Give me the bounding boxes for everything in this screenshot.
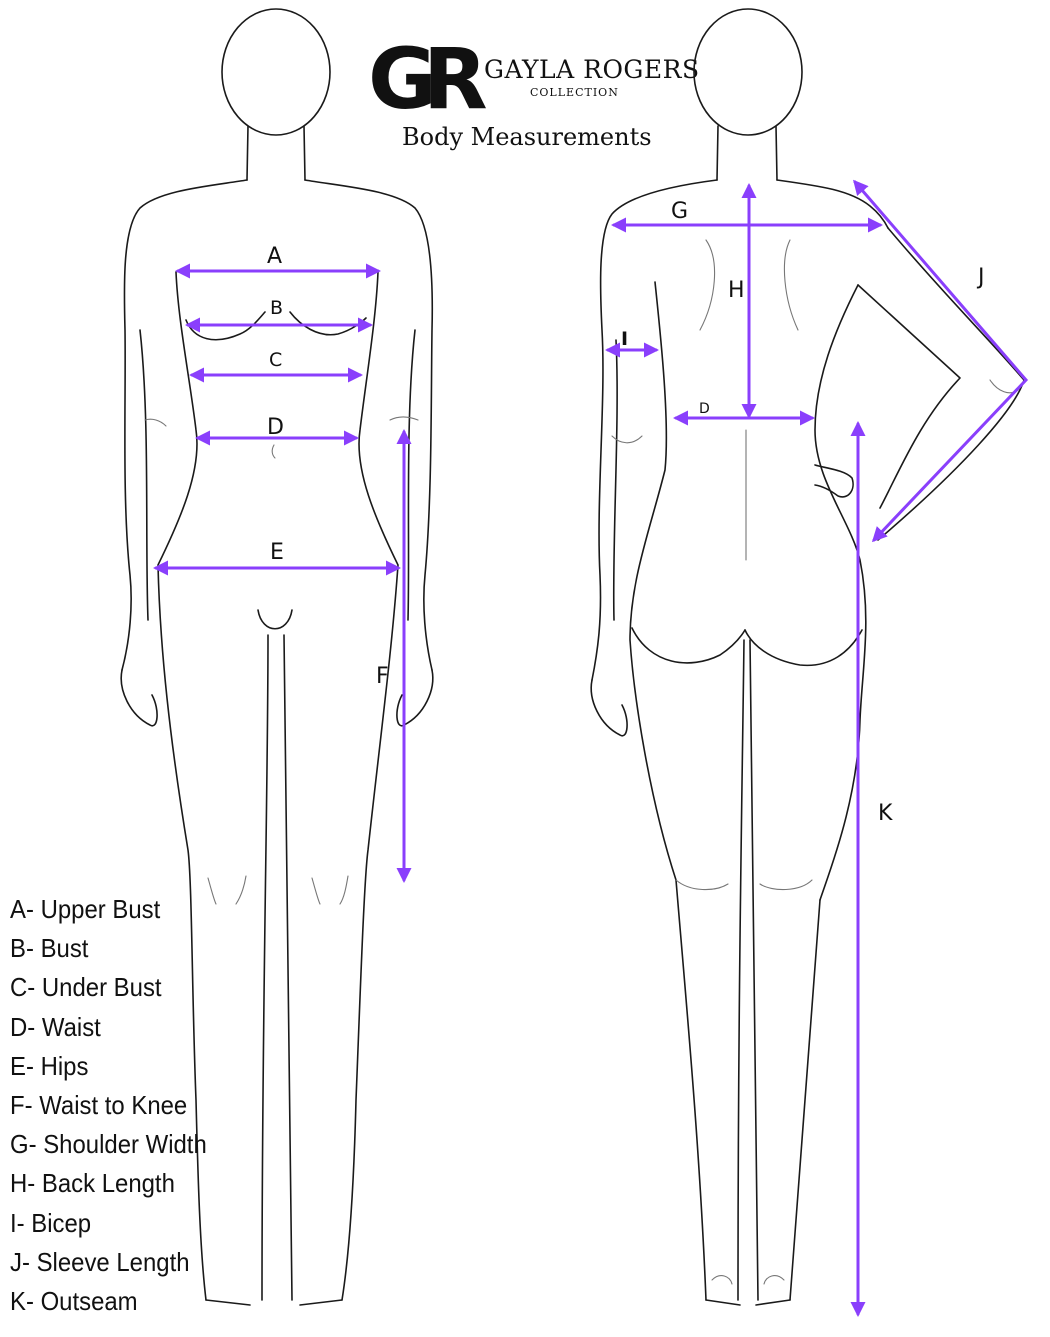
marker-j: J xyxy=(976,265,985,290)
measurement-legend: A- Upper Bust B- Bust C- Under Bust D- W… xyxy=(10,890,270,1321)
legend-item-bust: B- Bust xyxy=(10,933,89,964)
back-figure xyxy=(590,8,1025,1306)
brand-name: GAYLA ROGERS xyxy=(484,55,700,84)
front-head xyxy=(221,8,331,136)
measurement-markers: A B C D E F G H I D J K xyxy=(267,199,985,826)
legend-item-under-bust: C- Under Bust xyxy=(10,972,162,1003)
marker-g: G xyxy=(671,199,688,224)
marker-h: H xyxy=(728,278,745,303)
front-figure xyxy=(120,8,434,1306)
legend-item-shoulder-width: G- Shoulder Width xyxy=(10,1129,207,1160)
marker-a: A xyxy=(267,244,282,269)
back-head xyxy=(693,8,803,136)
marker-c: C xyxy=(269,349,282,371)
brand-collection: COLLECTION xyxy=(530,86,619,99)
legend-item-bicep: I- Bicep xyxy=(10,1207,92,1238)
marker-k: K xyxy=(878,801,893,826)
marker-e: E xyxy=(270,540,284,565)
legend-item-upper-bust: A- Upper Bust xyxy=(10,894,161,924)
brand-monogram: GR xyxy=(368,30,486,128)
marker-f: F xyxy=(376,664,389,689)
legend-item-hips: E- Hips xyxy=(10,1050,89,1081)
marker-b: B xyxy=(270,297,283,319)
marker-d-back: D xyxy=(699,401,710,417)
marker-i: I xyxy=(621,328,628,350)
legend-item-outseam: K- Outseam xyxy=(10,1286,138,1317)
legend-item-back-length: H- Back Length xyxy=(10,1168,175,1199)
marker-d-front: D xyxy=(267,415,284,440)
legend-item-waist: D- Waist xyxy=(10,1011,101,1042)
legend-item-waist-to-knee: F- Waist to Knee xyxy=(10,1090,188,1121)
measure-line-j xyxy=(853,179,1029,543)
legend-item-sleeve-length: J- Sleeve Length xyxy=(10,1246,190,1277)
page-title: Body Measurements xyxy=(402,123,652,151)
brand-logo: GR GAYLA ROGERS COLLECTION Body Measurem… xyxy=(368,30,700,151)
measurement-lines xyxy=(153,179,1029,1317)
